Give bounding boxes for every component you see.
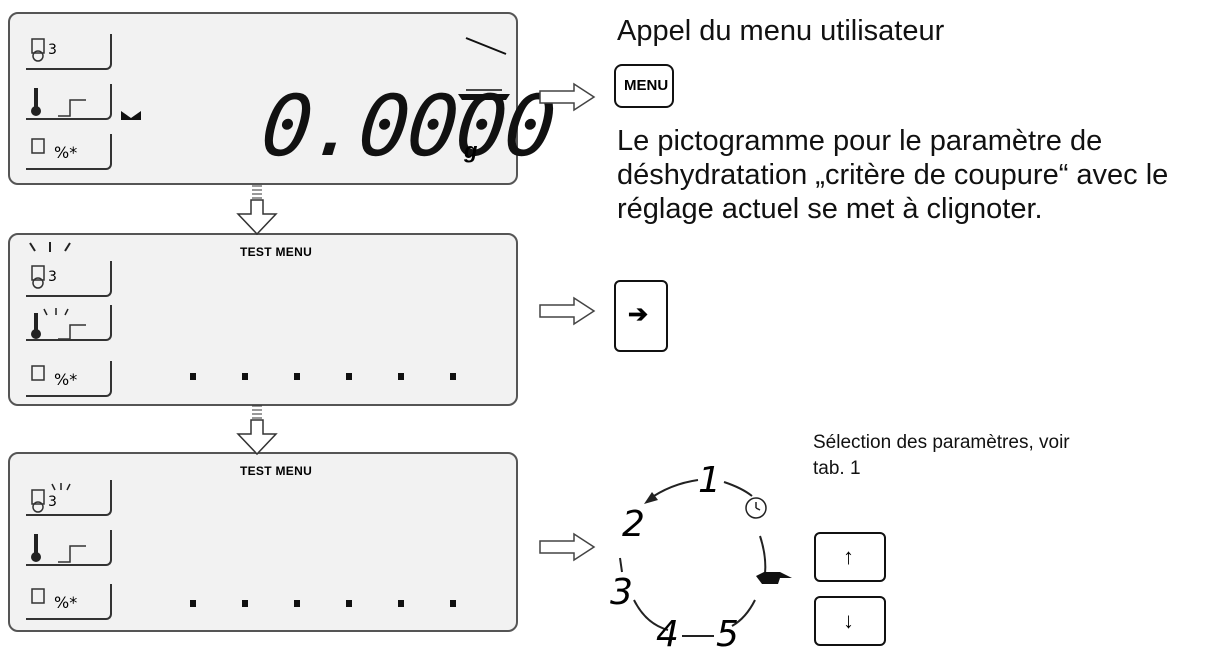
- svg-text:%*: %*: [54, 370, 77, 389]
- temperature-profile-icon: [26, 84, 112, 120]
- temperature-profile-icon: [26, 530, 112, 566]
- display-panel-test-menu-1: TEST MENU 3 %*: [8, 233, 518, 406]
- flow-arrow-right: [538, 296, 598, 331]
- timer-icon: 3: [26, 34, 112, 70]
- stability-indicator-icon: [120, 108, 142, 126]
- temperature-profile-icon-blinking: [26, 305, 112, 341]
- svg-text:%*: %*: [54, 593, 77, 612]
- wheel-label: 2: [622, 504, 645, 545]
- step2-line3: réglage actuel se met à clignoter.: [617, 193, 1043, 225]
- menu-title: TEST MENU: [240, 245, 313, 259]
- percent-icon: %*: [26, 134, 112, 170]
- flow-arrow-right: [538, 82, 598, 117]
- step2-line2: déshydratation „critère de coupure“ avec…: [617, 159, 1169, 191]
- svg-text:3: 3: [48, 269, 57, 285]
- step2-line1: Le pictogramme pour le paramètre de: [617, 125, 1103, 157]
- right-arrow-key[interactable]: ➔: [614, 280, 668, 352]
- step3-line2: tab. 1: [813, 458, 861, 479]
- percent-icon: %*: [26, 361, 112, 397]
- weight-readout: 0.0000: [256, 77, 559, 175]
- svg-text:3: 3: [48, 42, 57, 58]
- flow-arrow-down: [232, 404, 282, 461]
- svg-text:3: 3: [48, 494, 57, 510]
- wheel-label: 3: [610, 572, 633, 613]
- flow-arrow-right: [538, 532, 598, 567]
- menu-title: TEST MENU: [240, 464, 313, 478]
- weight-unit: g: [464, 138, 478, 163]
- wheel-label: 1: [698, 460, 721, 501]
- menu-key[interactable]: MENU: [614, 64, 674, 108]
- timer-icon: 3: [26, 261, 112, 297]
- down-arrow-icon: ↓: [843, 608, 854, 633]
- up-arrow-icon: ↑: [843, 544, 854, 569]
- display-panel-weighing: 3 %* 0.0000 g: [8, 12, 559, 185]
- step3-line1: Sélection des paramètres, voir: [813, 432, 1070, 453]
- wheel-label: 4: [656, 614, 679, 655]
- step1-text: Appel du menu utilisateur: [617, 15, 945, 47]
- percent-icon: %*: [26, 584, 112, 620]
- menu-key-label: MENU: [624, 77, 669, 94]
- down-arrow-key[interactable]: ↓: [814, 596, 886, 646]
- display-panel-test-menu-2: TEST MENU 3 %*: [8, 452, 518, 632]
- flow-arrow-down: [232, 184, 282, 241]
- up-arrow-key[interactable]: ↑: [814, 532, 886, 582]
- svg-text:%*: %*: [54, 143, 77, 162]
- parameter-wheel: 1 2 3 4 5: [592, 452, 802, 655]
- blink-marks-icon: [24, 239, 84, 260]
- right-arrow-icon: ➔: [628, 301, 649, 328]
- balance-pan-icon: [450, 32, 518, 112]
- timer-icon-blinking: 3: [26, 480, 112, 516]
- wheel-label: 5: [716, 614, 739, 655]
- hand-pointer-icon: [754, 568, 794, 593]
- clock-icon: [744, 496, 768, 525]
